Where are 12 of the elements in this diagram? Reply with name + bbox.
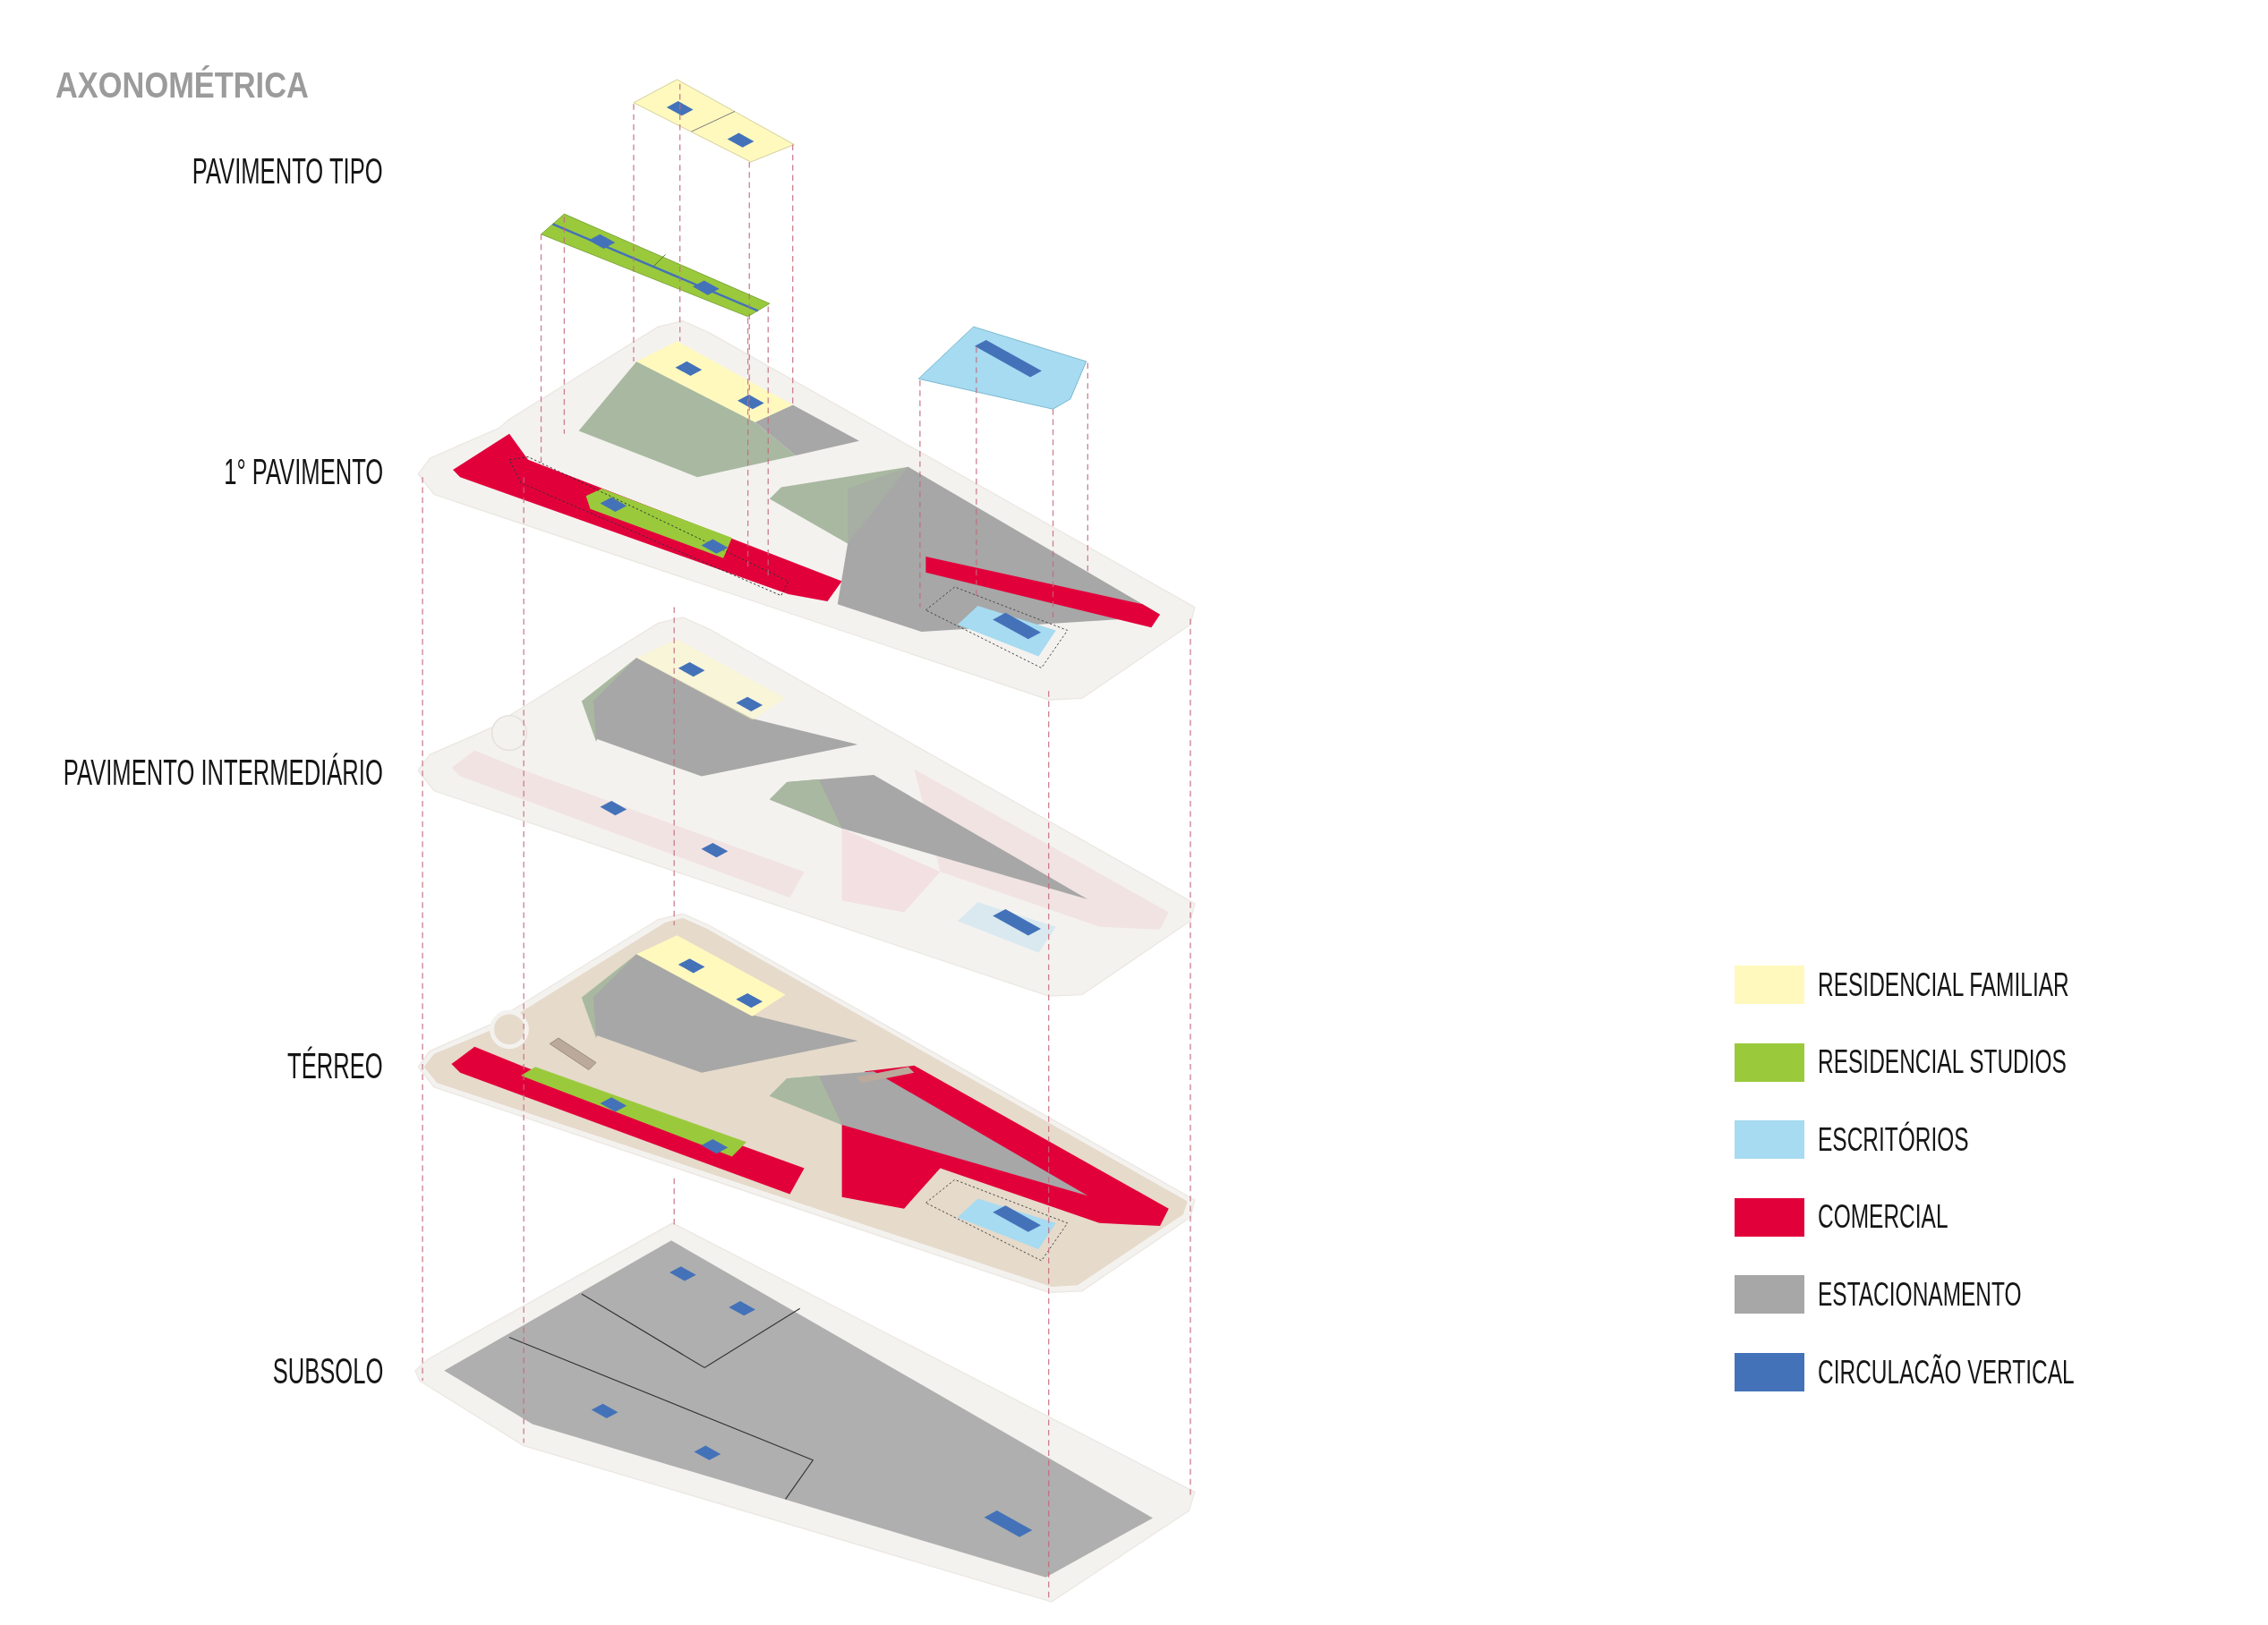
- legend-label: CIRCULACÃO VERTICAL: [1818, 1353, 2075, 1391]
- floor-label: PAVIMENTO TIPO: [192, 150, 383, 191]
- legend-label: RESIDENCIAL STUDIOS: [1818, 1043, 2067, 1082]
- floor-label: PAVIMENTO INTERMEDIÁRIO: [64, 752, 383, 793]
- floor-label: SUBSOLO: [272, 1350, 383, 1391]
- legend-label: COMERCIAL: [1818, 1198, 1948, 1237]
- floor-label: 1° PAVIMENTO: [223, 451, 383, 492]
- legend-label: ESTACIONAMENTO: [1818, 1275, 2022, 1314]
- legend-label: ESCRITÓRIOS: [1818, 1120, 1969, 1159]
- legend-label: RESIDENCIAL FAMILIAR: [1818, 966, 2069, 1004]
- diagram-title: AXONOMÉTRICA: [55, 64, 309, 106]
- floor-label: TÉRREO: [287, 1045, 383, 1086]
